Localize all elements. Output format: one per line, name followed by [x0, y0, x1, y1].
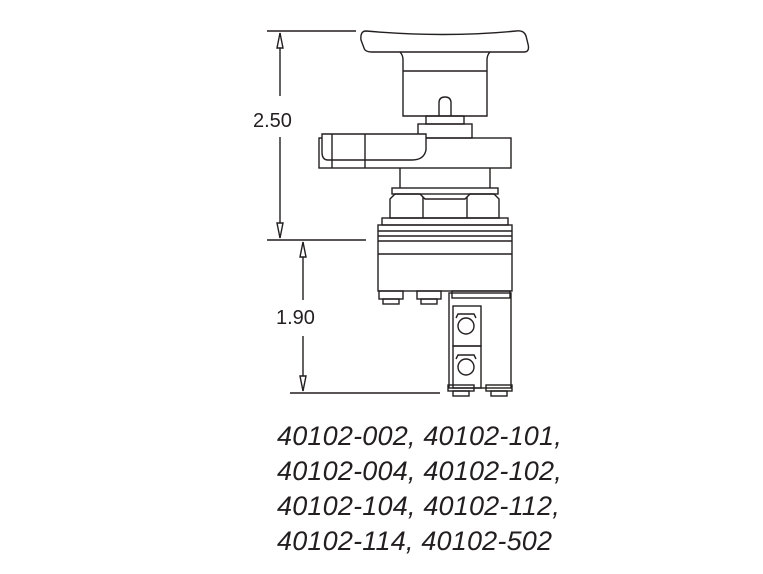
hex-nut	[381, 193, 509, 226]
dimension-2-50	[267, 30, 366, 241]
part-number-line: 40102-004, 40102-102,	[277, 456, 562, 486]
dimension-label-height-top: 2.50	[253, 110, 292, 132]
neck	[391, 168, 499, 195]
part-number-line: 40102-002, 40102-101,	[277, 421, 562, 451]
handle	[360, 30, 530, 117]
bottom-studs	[378, 290, 511, 305]
dimension-1-90	[290, 241, 440, 394]
part-number-line: 40102-104, 40102-112,	[277, 491, 560, 521]
part-number-list: 40102-002, 40102-101, 40102-004, 40102-1…	[277, 419, 562, 559]
part-number-line: 40102-114, 40102-502	[277, 526, 553, 556]
switch-body	[377, 224, 513, 292]
lever-plate	[318, 133, 512, 169]
dimension-label-height-bottom: 1.90	[276, 307, 315, 329]
terminal-block	[447, 292, 513, 397]
